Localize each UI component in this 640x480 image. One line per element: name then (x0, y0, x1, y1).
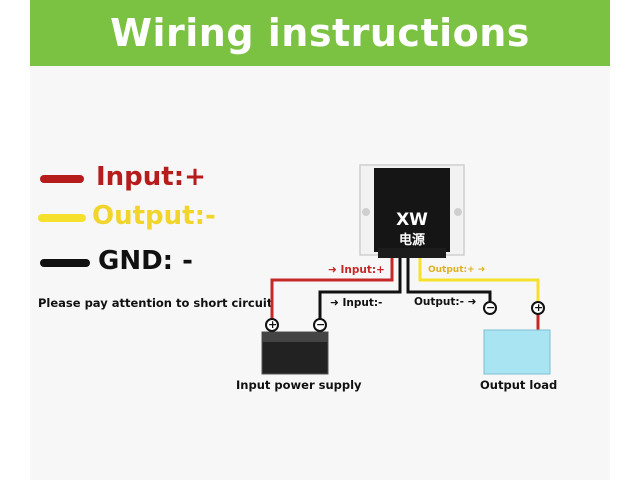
battery-plus-symbol: + (268, 318, 278, 331)
load-minus-symbol: − (486, 301, 496, 314)
output-plus-label: Output:+ ➜ (428, 265, 486, 275)
mount-hole-right (454, 208, 462, 216)
output-minus-label: Output:- ➜ (414, 296, 477, 308)
black-input-wire (318, 250, 402, 322)
converter-module-body (374, 168, 450, 252)
diagram-panel (30, 66, 610, 480)
legend-input-plus: Input:+ (96, 162, 206, 192)
legend-black-line (40, 259, 90, 267)
module-brand: XW (396, 210, 428, 230)
legend-gnd: GND: - (98, 246, 193, 276)
short-circuit-note: Please pay attention to short circuit (38, 296, 273, 310)
input-minus-label: ➜ Input:- (330, 297, 383, 309)
load-plus-terminal (531, 301, 545, 315)
output-load-label: Output load (480, 378, 558, 392)
load-minus-terminal (483, 301, 497, 315)
legend-red-line (40, 175, 84, 183)
module-brand-cn: 电源 (398, 233, 425, 248)
mount-hole-left (362, 208, 370, 216)
module-feet (378, 248, 446, 258)
yellow-output-wire (418, 250, 540, 305)
page-title: Wiring instructions (110, 11, 530, 55)
battery-minus-terminal (313, 318, 327, 332)
input-plus-label: ➜ Input:+ (328, 264, 385, 276)
red-input-wire (270, 250, 394, 322)
title-banner: Wiring instructions (30, 0, 610, 66)
battery-plus-terminal (265, 318, 279, 332)
battery-top (262, 332, 328, 342)
load-plus-symbol: + (534, 301, 544, 314)
black-output-wire (406, 250, 492, 305)
battery-minus-symbol: − (316, 318, 326, 331)
legend-yellow-line (38, 214, 86, 222)
input-power-supply-label: Input power supply (236, 378, 362, 392)
legend-output-minus: Output:- (92, 201, 216, 231)
output-load-body (483, 329, 551, 375)
